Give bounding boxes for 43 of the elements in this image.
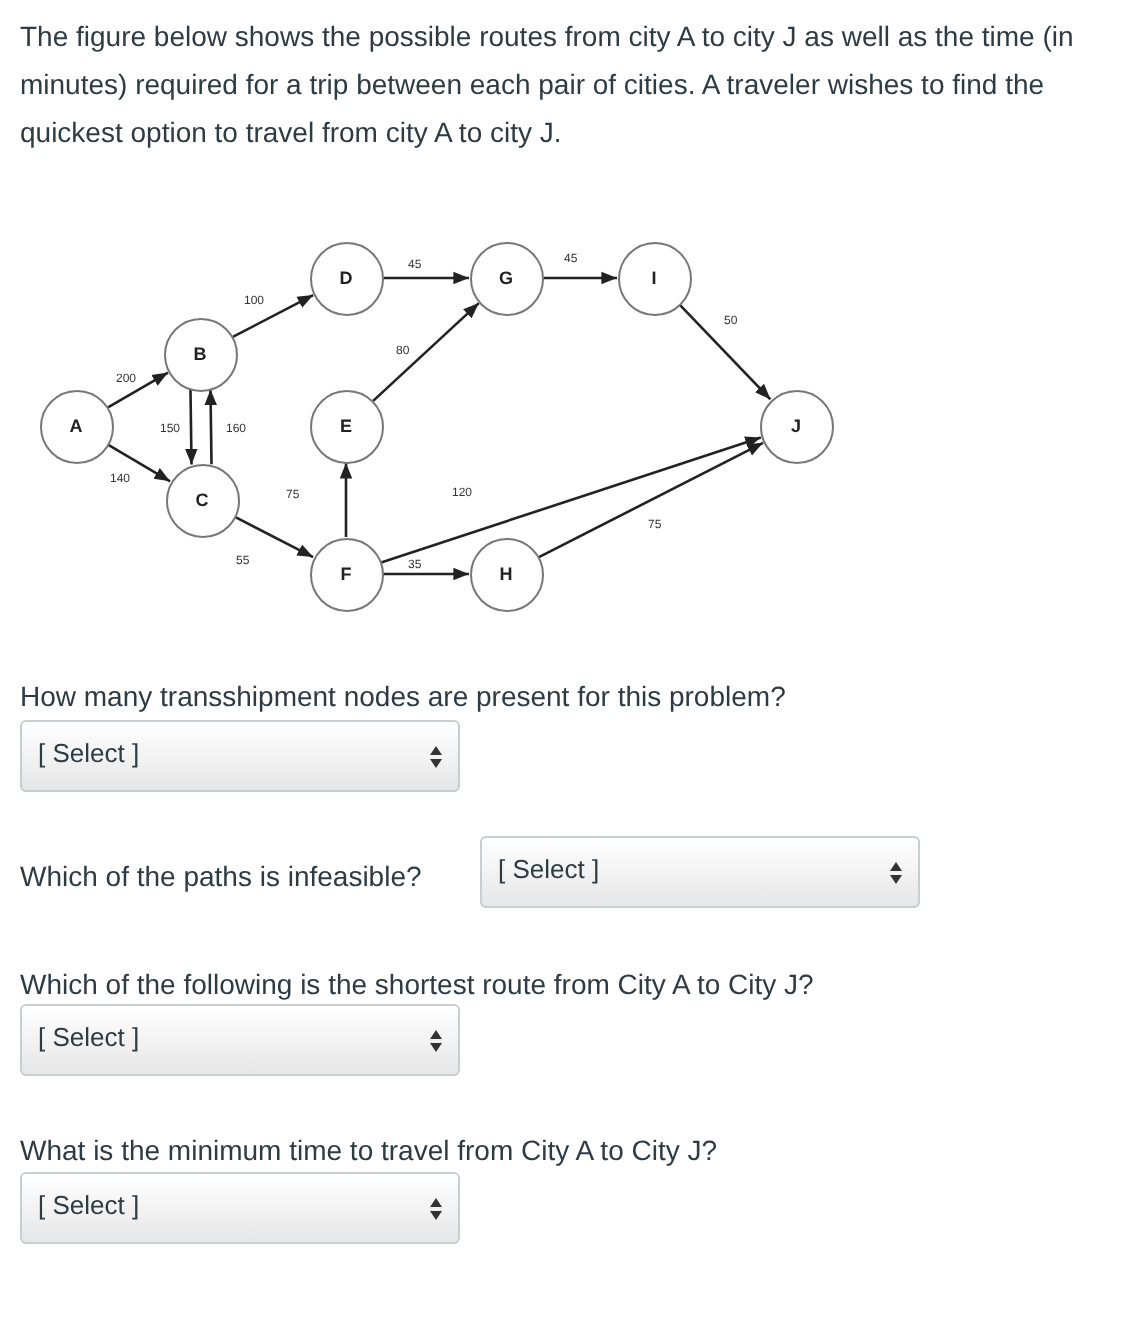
select-dropdown: [ Select ] <box>20 720 460 792</box>
node-label: B <box>193 344 207 364</box>
arrow <box>234 515 314 559</box>
city-node <box>309 241 383 315</box>
arrow <box>380 436 762 564</box>
arrow <box>543 271 617 285</box>
node-label: C <box>195 490 209 510</box>
arrow <box>204 389 217 465</box>
city-node <box>163 317 237 391</box>
question-text: Which of the paths is infeasible? <box>20 858 424 896</box>
node-label: F <box>340 564 352 584</box>
arrow <box>107 443 171 483</box>
question-text: What is the minimum time to travel from City A to City J? <box>20 1132 720 1170</box>
arrow <box>372 302 480 402</box>
arrow <box>538 441 764 559</box>
city-node <box>165 463 239 537</box>
city-node <box>309 389 383 463</box>
city-node <box>617 241 691 315</box>
arrow <box>185 389 198 465</box>
node-label: I <box>651 268 657 288</box>
city-node <box>39 389 113 463</box>
arrow <box>678 303 772 401</box>
node-label: A <box>69 416 83 436</box>
node-label: G <box>498 268 513 288</box>
arrow <box>383 271 469 285</box>
question-text: Which of the following is the shortest route from City A to City J? <box>20 966 816 1004</box>
city-node <box>759 389 833 463</box>
arrow <box>232 293 314 339</box>
select-dropdown: [ Select ] <box>20 1172 460 1244</box>
select-dropdown: [ Select ] <box>20 1004 460 1076</box>
question-text: How many transshipment nodes are present for this problem? <box>20 678 788 716</box>
arrow <box>339 463 353 537</box>
intro-paragraph: The figure below shows the possible routes from city A to city J as well as the time (in minutes) required for a trip between each pair of cities. A traveler wishes to find the quickest option to travel from city A to city J. <box>20 18 1076 152</box>
city-node <box>469 537 543 611</box>
city-node <box>309 537 383 611</box>
arrow <box>107 371 169 409</box>
city-node <box>469 241 543 315</box>
node-label: H <box>499 564 513 584</box>
node-label: D <box>339 268 353 288</box>
arrow <box>383 567 469 581</box>
node-label: J <box>790 416 801 436</box>
node-label: E <box>339 416 352 436</box>
select-dropdown: [ Select ] <box>480 836 920 908</box>
